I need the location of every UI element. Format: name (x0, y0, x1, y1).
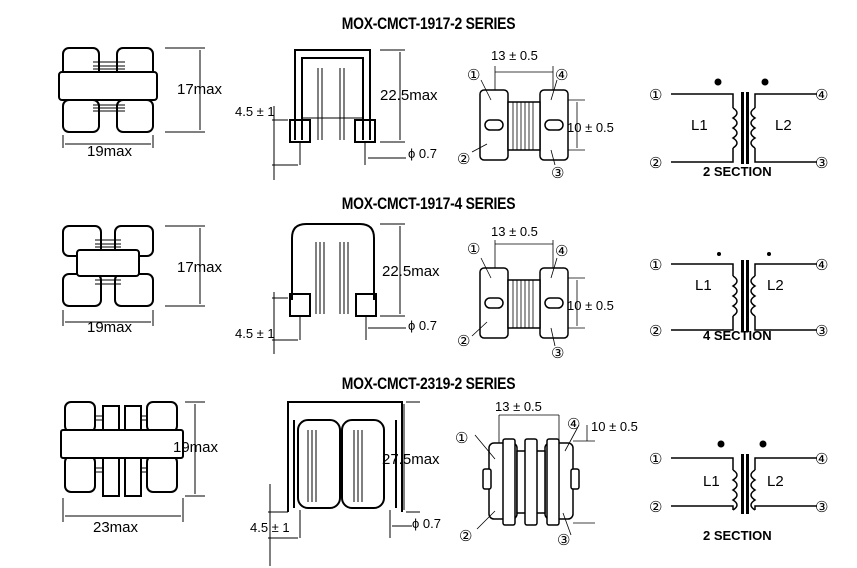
sch-pin-2: ② (649, 499, 662, 516)
pitch-y-label: 10 ± 0.5 (567, 298, 614, 313)
sch-pin-4: ④ (815, 451, 828, 468)
schematic-3: ① ② ③ ④ L1 L2 2 SECTION (649, 440, 828, 543)
pin-4-label: ④ (555, 243, 568, 260)
coil-l2-label: L2 (767, 473, 784, 490)
side-height-label: 22.5max (380, 87, 438, 104)
lead-diameter-label: ϕ 0.7 (408, 318, 437, 333)
top-height-label: 19max (173, 439, 219, 456)
lead-diameter-label: ϕ 0.7 (412, 516, 441, 531)
side-view-3: 27.5max 4.5 ± 1 ϕ 0.7 (250, 401, 441, 566)
pitch-y-label: 10 ± 0.5 (567, 120, 614, 135)
bottom-view-3: 13 ± 0.5 10 ± 0.5 ① ② ③ ④ (455, 399, 638, 549)
lead-diameter-label: ϕ 0.7 (408, 146, 437, 161)
coil-l1-label: L1 (691, 117, 708, 134)
top-width-label: 19max (87, 143, 133, 160)
section-label: 2 SECTION (703, 528, 772, 543)
pin-1-label: ① (467, 241, 480, 258)
sch-pin-3: ③ (815, 499, 828, 516)
pin-2-label: ② (459, 528, 472, 545)
sch-pin-1: ① (649, 87, 662, 104)
pin-3-label: ③ (557, 532, 570, 549)
pin-4-label: ④ (555, 67, 568, 84)
sch-pin-4: ④ (815, 257, 828, 274)
pin-1-label: ① (467, 67, 480, 84)
schematic-1: ① ② ③ ④ L1 L2 2 SECTION (649, 78, 828, 179)
pin-4-label: ④ (567, 416, 580, 433)
pin-3-label: ③ (551, 165, 564, 182)
sch-pin-1: ① (649, 257, 662, 274)
coil-l1-label: L1 (703, 473, 720, 490)
coil-l1-label: L1 (695, 277, 712, 294)
pin-3-label: ③ (551, 345, 564, 362)
sch-pin-2: ② (649, 155, 662, 172)
section-label: 4 SECTION (703, 328, 772, 343)
side-view-2: 22.5max 4.5 ± 1 ϕ 0.7 (235, 223, 440, 354)
side-view-1: 22.5max 4.5 ± 1 ϕ 0.7 (235, 49, 438, 180)
coil-l2-label: L2 (775, 117, 792, 134)
series-title-3: MOX-CMCT-2319-2 SERIES (341, 374, 516, 393)
sch-pin-3: ③ (815, 155, 828, 172)
lead-length-label: 4.5 ± 1 (235, 104, 275, 119)
pitch-x-label: 13 ± 0.5 (491, 48, 538, 63)
pin-2-label: ② (457, 151, 470, 168)
pin-1-label: ① (455, 430, 468, 447)
coil-l2-label: L2 (767, 277, 784, 294)
pitch-x-label: 13 ± 0.5 (495, 399, 542, 414)
sch-pin-1: ① (649, 451, 662, 468)
lead-length-label: 4.5 ± 1 (250, 520, 290, 535)
sch-pin-2: ② (649, 323, 662, 340)
side-height-label: 22.5max (382, 263, 440, 280)
pitch-x-label: 13 ± 0.5 (491, 224, 538, 239)
top-height-label: 17max (177, 81, 223, 98)
top-view-3: 19max 23max (60, 401, 219, 536)
bottom-view-1: 13 ± 0.5 10 ± 0.5 ① ② ③ ④ (457, 48, 614, 182)
section-label: 2 SECTION (703, 164, 772, 179)
schematic-2: ① ② ③ ④ L1 L2 4 SECTION (649, 252, 828, 343)
pitch-y-label: 10 ± 0.5 (591, 419, 638, 434)
top-width-label: 19max (87, 319, 133, 336)
pin-2-label: ② (457, 333, 470, 350)
sch-pin-3: ③ (815, 323, 828, 340)
lead-length-label: 4.5 ± 1 (235, 326, 275, 341)
series-title-1: MOX-CMCT-1917-2 SERIES (341, 14, 516, 33)
top-width-label: 23max (93, 519, 139, 536)
top-view-1: 17max 19max (58, 47, 223, 160)
top-view-2: 17max 19max (62, 225, 223, 336)
top-height-label: 17max (177, 259, 223, 276)
series-title-2: MOX-CMCT-1917-4 SERIES (341, 194, 516, 213)
sch-pin-4: ④ (815, 87, 828, 104)
bottom-view-2: 13 ± 0.5 10 ± 0.5 ① ② ③ ④ (457, 224, 614, 362)
side-height-label: 27.5max (382, 451, 440, 468)
